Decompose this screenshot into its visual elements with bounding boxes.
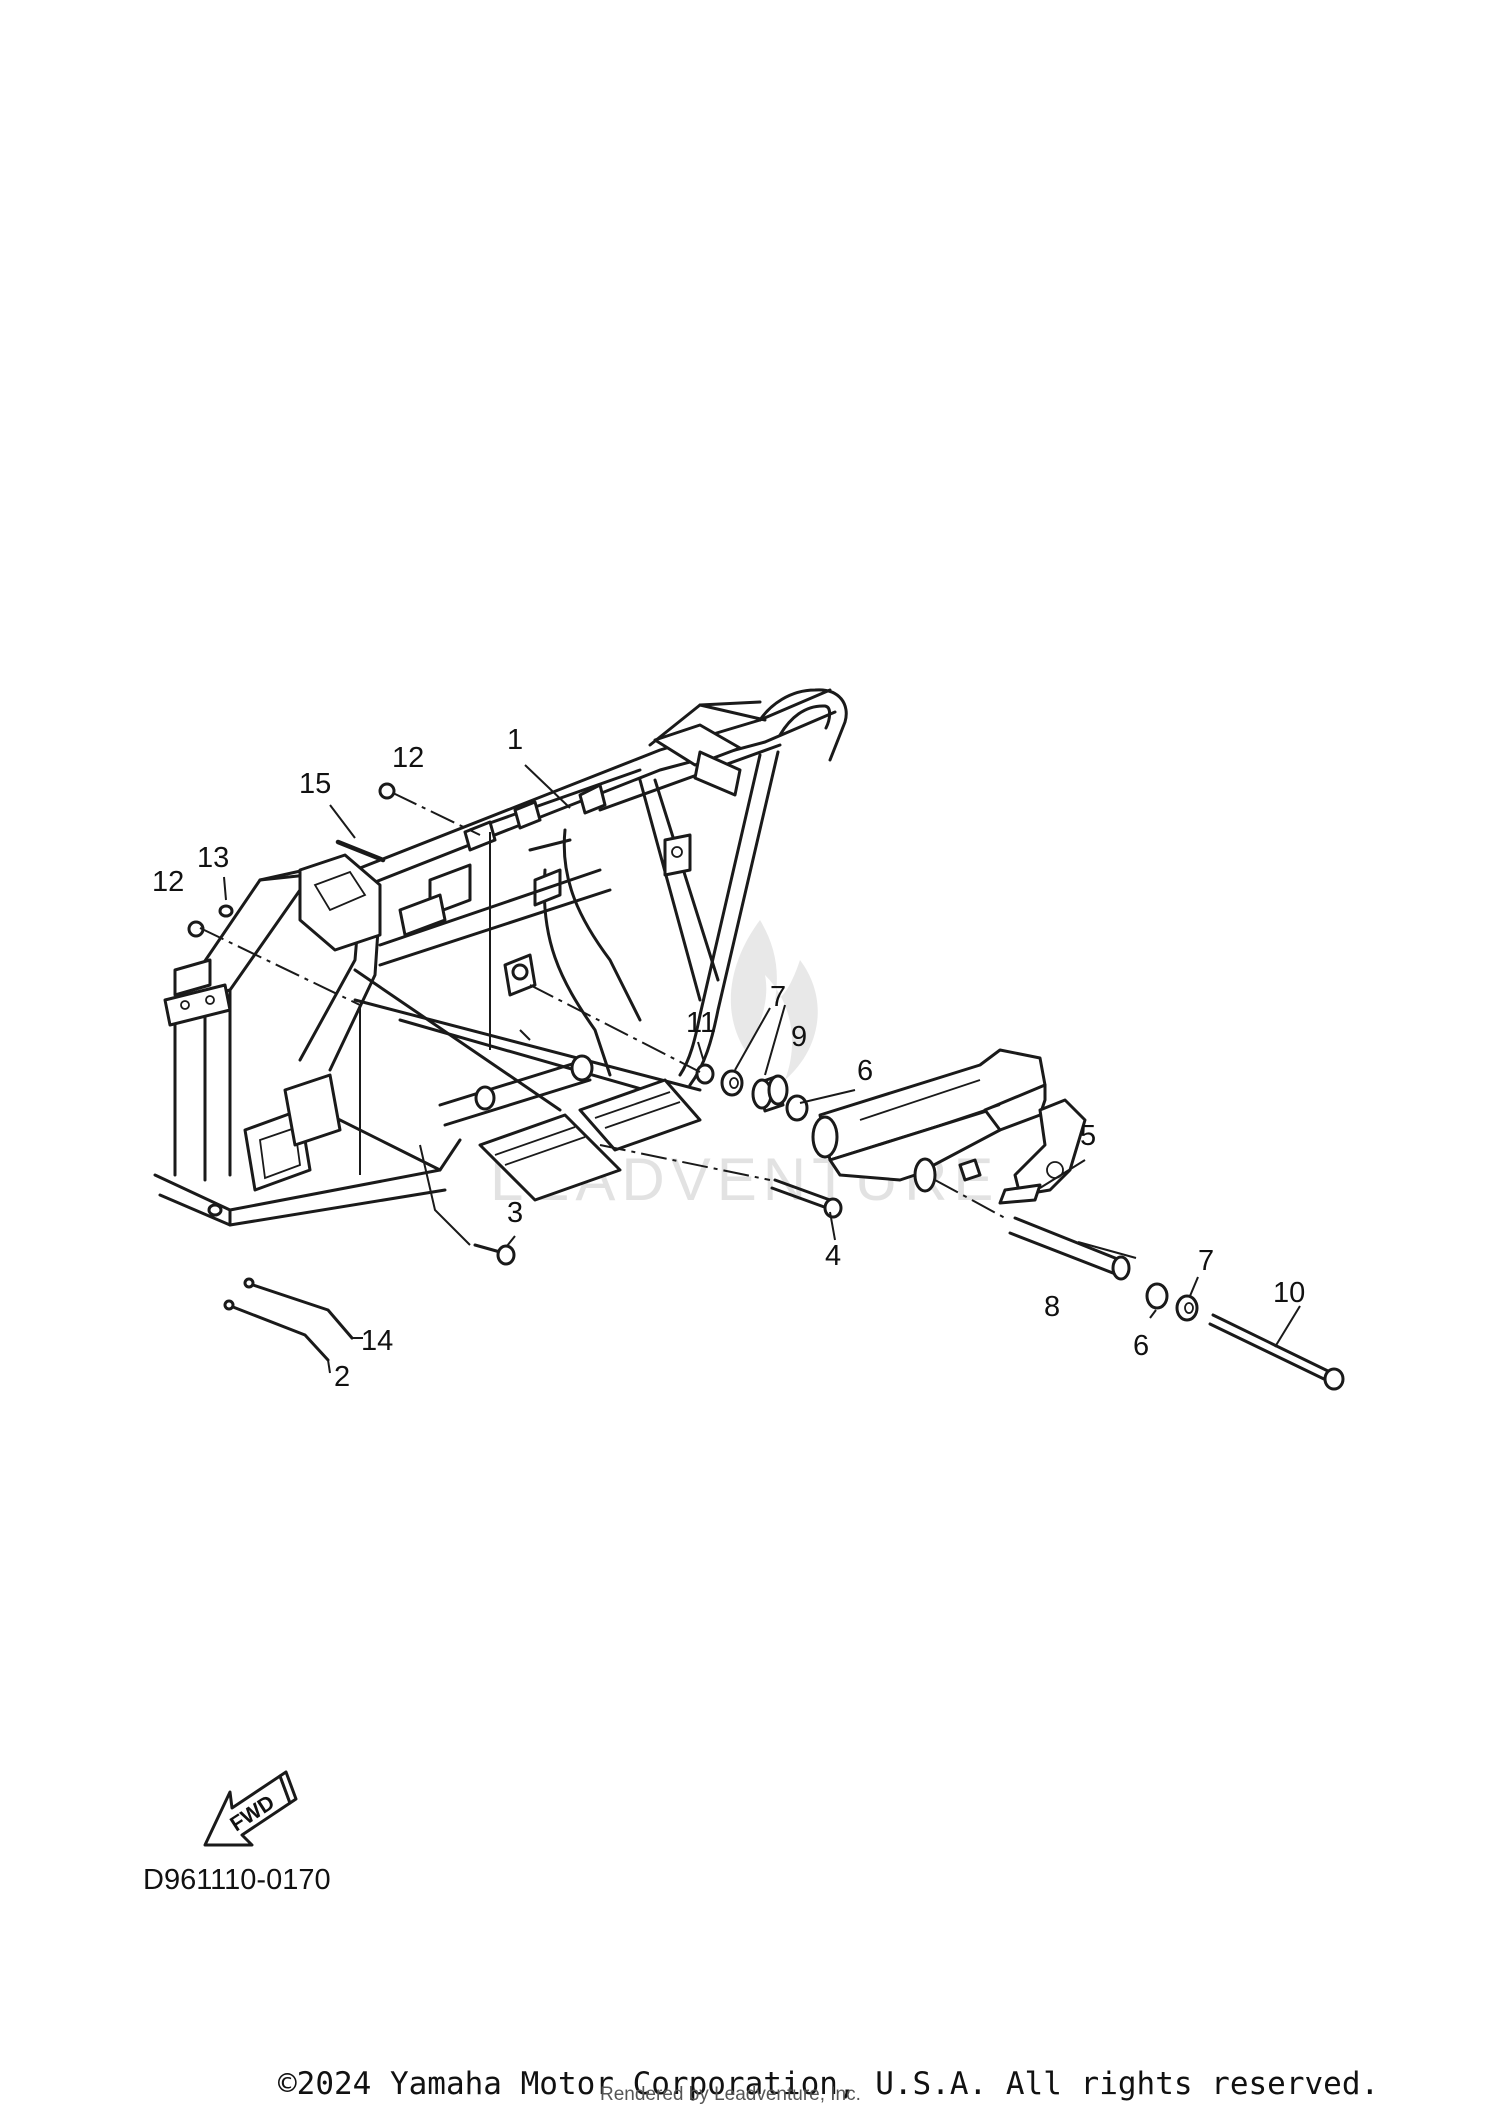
callout-leaders [223, 764, 1301, 1374]
part-3-bolt [473, 1243, 516, 1266]
part-4-bolt [770, 1178, 843, 1219]
callout-labels: 1 2 3 4 5 6 6 7 7 8 9 10 11 12 12 13 14 … [152, 724, 1305, 1393]
callout-6-lower: 6 [1133, 1330, 1149, 1362]
callout-12-upper: 12 [392, 742, 424, 774]
part-2-cable-tie [223, 1299, 330, 1362]
rendered-by-note: Rendered by Leadventure, Inc. [600, 2084, 861, 2105]
callout-5: 5 [1080, 1120, 1096, 1152]
diagram-code: D961110-0170 [143, 1864, 331, 1896]
part-10-bolt [1208, 1313, 1345, 1391]
part-9 [751, 1074, 789, 1113]
callout-15: 15 [299, 768, 331, 800]
callout-12-lower: 12 [152, 866, 184, 898]
callout-6-upper: 6 [857, 1055, 873, 1087]
part-7-lower [1175, 1294, 1199, 1322]
callout-3: 3 [507, 1197, 523, 1229]
callout-10: 10 [1273, 1277, 1305, 1309]
fwd-arrow-icon: FWD [203, 1770, 298, 1847]
part-6-lower [1145, 1282, 1169, 1310]
callout-7-lower: 7 [1198, 1245, 1214, 1277]
part-14-cable-tie [243, 1277, 354, 1340]
callout-7-upper: 7 [770, 981, 786, 1013]
callout-1: 1 [507, 724, 523, 756]
part-6-upper [785, 1094, 809, 1122]
callout-14: 14 [361, 1325, 393, 1357]
part-8-collar [1008, 1216, 1131, 1281]
callout-4: 4 [825, 1240, 841, 1272]
copyright-notice: ©2024 Yamaha Motor Corporation, U.S.A. A… [278, 2066, 1380, 2102]
callout-13: 13 [197, 842, 229, 874]
part-13 [218, 904, 234, 918]
callout-11: 11 [686, 1007, 716, 1039]
callout-2: 2 [334, 1361, 350, 1393]
callout-8: 8 [1044, 1291, 1060, 1323]
main-frame [153, 688, 848, 1227]
part-11 [695, 1063, 715, 1085]
assembly-lines [199, 792, 1006, 1246]
part-15 [335, 839, 386, 863]
callout-9: 9 [791, 1021, 807, 1053]
part-7-upper [720, 1069, 744, 1097]
part-12-upper [378, 782, 396, 800]
